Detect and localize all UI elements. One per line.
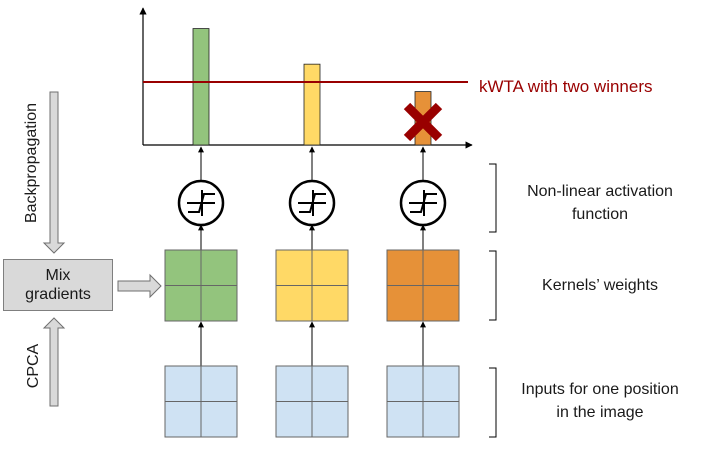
brace-inputs — [489, 367, 497, 438]
kernel-grids — [164, 249, 460, 322]
kernel-grid-green — [164, 249, 238, 322]
kernel-grid-orange — [386, 249, 460, 322]
input-grid-1 — [164, 365, 238, 438]
cpca-label: CPCA — [25, 343, 42, 389]
mix-gradients-box: Mix gradients — [3, 259, 113, 311]
input-grid-3 — [386, 365, 460, 438]
activation-label: Non-linear activation function — [500, 180, 700, 226]
input-grid-2 — [275, 365, 349, 438]
backprop-down-arrow — [42, 91, 66, 254]
activation-function-icon — [177, 179, 225, 227]
activation-functions — [177, 179, 447, 227]
activation-label-line2: function — [571, 206, 629, 223]
mix-right-arrow — [117, 273, 162, 299]
inputs-label-line1: Inputs for one position — [521, 381, 679, 398]
connector-arrows — [198, 146, 426, 368]
kwta-label: kWTA with two winners — [479, 77, 653, 96]
left-block-arrows — [42, 91, 162, 407]
inputs-label-line2: in the image — [556, 404, 644, 421]
cpca-up-arrow — [42, 317, 66, 407]
bar-yellow — [303, 63, 321, 146]
input-grids — [164, 365, 460, 438]
loser-cross-icon — [403, 102, 443, 142]
activation-function-icon — [399, 179, 447, 227]
activation-label-line1: Non-linear activation — [527, 183, 673, 200]
brace-activation — [489, 163, 497, 233]
cross-stroke-b — [403, 102, 443, 142]
right-braces — [489, 163, 497, 438]
mix-label-line2: gradients — [25, 286, 91, 303]
kernels-label: Kernels’ weights — [542, 277, 658, 294]
backpropagation-label: Backpropagation — [23, 102, 40, 224]
brace-kernels — [489, 250, 497, 321]
kernel-grid-yellow — [275, 249, 349, 322]
bars-group — [192, 28, 432, 146]
activation-function-icon — [288, 179, 336, 227]
bar-chart — [139, 7, 473, 149]
mix-label-line1: Mix — [45, 267, 71, 284]
inputs-label: Inputs for one position in the image — [500, 378, 700, 424]
bar-green — [192, 28, 210, 146]
